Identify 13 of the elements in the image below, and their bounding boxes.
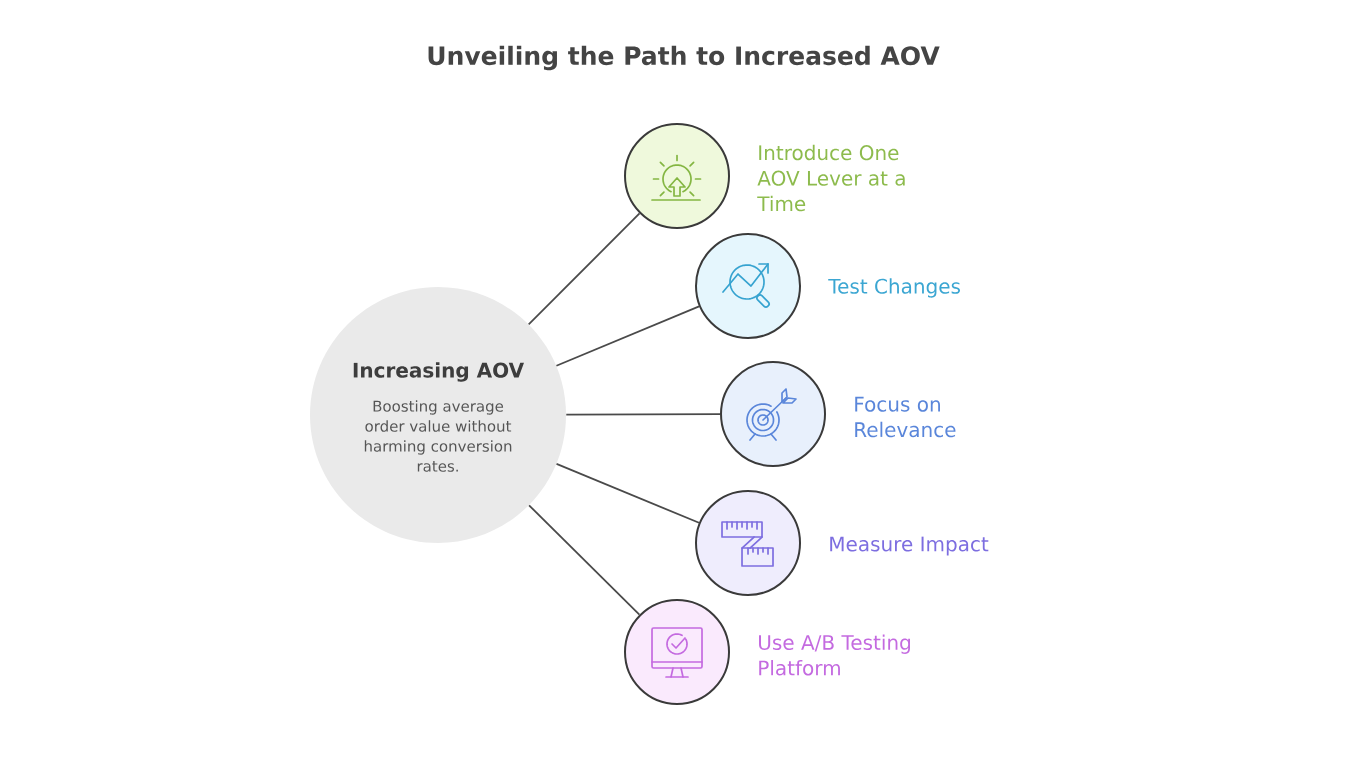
connector-line	[565, 413, 721, 416]
item-label: Use A/B Testing Platform	[759, 634, 910, 676]
connector-line	[527, 212, 641, 326]
topic-heading: Increasing AOV	[353, 362, 524, 382]
connector-line	[555, 463, 700, 524]
item-label: Measure Impact	[830, 536, 989, 556]
title: Unveiling the Path to Increased AOV	[428, 45, 940, 71]
item-label: Focus on Relevance	[855, 396, 956, 438]
connector-line	[528, 504, 641, 616]
connector-line	[555, 305, 700, 367]
topic-description: Boosting average order value without harming conversion rates.	[364, 400, 512, 472]
item-label: Test Changes	[828, 278, 960, 298]
item-label: Introduce One AOV Lever at a Time	[757, 144, 905, 212]
